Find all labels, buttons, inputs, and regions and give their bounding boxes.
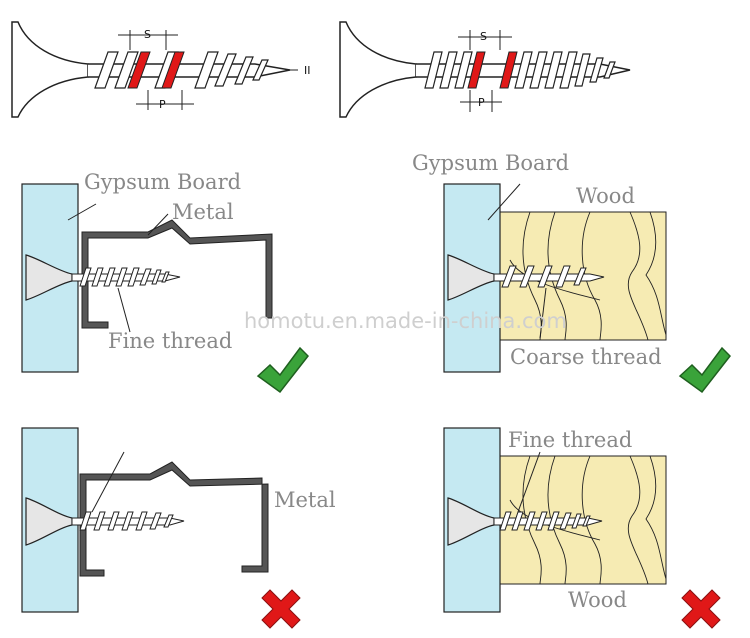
- label-wood-2: Wood: [568, 588, 627, 612]
- ii-mark: II: [304, 64, 311, 77]
- panel-gypsum-wood-fine-wrong: Fine thread Wood: [443, 427, 721, 629]
- s-label: S: [144, 28, 151, 41]
- label-coarse-thread: Coarse thread: [510, 345, 662, 369]
- metal-channel: [81, 219, 273, 329]
- metal-channel-2: [79, 461, 269, 577]
- coarse-thread-screw-profile: S P: [339, 21, 631, 118]
- screw-fine-in-wood: [447, 497, 603, 546]
- watermark: homotu.en.made-in-china.com: [244, 309, 567, 333]
- check-icon: [256, 346, 309, 394]
- p-label-coarse: P: [478, 96, 485, 109]
- panel-gypsum-metal-fine-correct: Gypsum Board Metal Fine thread: [21, 170, 309, 394]
- p-label: P: [159, 98, 166, 111]
- label-metal-2: Metal: [274, 488, 336, 512]
- label-fine-thread: Fine thread: [108, 329, 232, 353]
- cross-icon-2: [681, 589, 721, 629]
- s-label-coarse: S: [480, 30, 487, 43]
- check-icon-2: [678, 346, 731, 394]
- cross-icon: [261, 589, 301, 629]
- screw-coarse: [447, 254, 605, 301]
- panel-gypsum-wood-coarse-correct: Gypsum Board Wood Coarse thread: [412, 151, 731, 394]
- label-fine-thread-2: Fine thread: [508, 428, 632, 452]
- label-gypsum-board-2: Gypsum Board: [412, 151, 569, 175]
- label-gypsum-board: Gypsum Board: [84, 170, 241, 194]
- fine-thread-screw-profile: S P II: [11, 21, 311, 118]
- label-wood: Wood: [576, 184, 635, 208]
- label-metal: Metal: [172, 200, 234, 224]
- screw-coarse-in-metal: [25, 497, 185, 546]
- screw-fine: [25, 254, 181, 301]
- panel-gypsum-metal-coarse-wrong: Metal: [21, 427, 336, 629]
